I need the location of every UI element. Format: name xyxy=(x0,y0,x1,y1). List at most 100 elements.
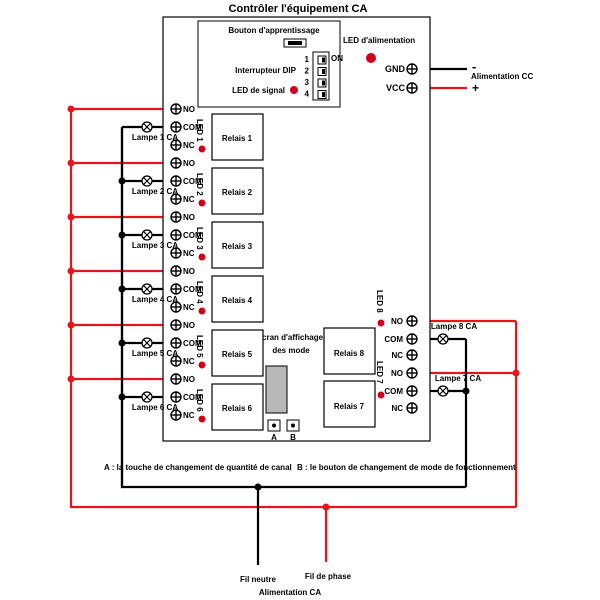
relay-5-com-terminal[interactable] xyxy=(170,337,182,349)
lamp-8-label: Lampe 8 CA xyxy=(431,322,477,331)
led-5-label: LED 5 xyxy=(195,335,204,358)
relay-5-nc-terminal[interactable] xyxy=(170,355,182,367)
relay-1-no-terminal[interactable] xyxy=(170,103,182,115)
relay-5-no-terminal[interactable] xyxy=(170,319,182,331)
relay-1-label: Relais 1 xyxy=(222,134,253,143)
relay-2-com-terminal[interactable] xyxy=(170,175,182,187)
relay-2 xyxy=(211,167,264,215)
led-3 xyxy=(198,253,206,261)
display-label-line-2: des mode xyxy=(272,346,310,355)
button-b-dot xyxy=(291,423,295,428)
led-5 xyxy=(198,361,206,369)
relay-5 xyxy=(211,329,264,377)
relay-2-no-label: NO xyxy=(183,159,195,168)
dip-switch-label: Interrupteur DIP xyxy=(235,66,297,75)
signal-led-label: LED de signal xyxy=(232,86,285,95)
relay-3-no-terminal[interactable] xyxy=(170,211,182,223)
dip-number-4: 4 xyxy=(305,90,310,99)
relay-7-no-terminal[interactable] xyxy=(406,367,418,379)
power-led-label: LED d'alimentation xyxy=(343,36,415,45)
phase-feed-junction xyxy=(322,503,330,511)
relay-8-com-terminal[interactable] xyxy=(406,333,418,345)
vcc-label: VCC xyxy=(386,83,406,93)
relay-6-no-terminal[interactable] xyxy=(170,373,182,385)
led-2-label: LED 2 xyxy=(195,173,204,196)
lamp-6-icon-x2 xyxy=(143,393,151,401)
relay-1-no-label: NO xyxy=(183,105,195,114)
neutral-wires xyxy=(118,67,470,565)
lamp-2-icon-x2 xyxy=(143,177,151,185)
relay-8-no-label: NO xyxy=(391,317,403,326)
relay-2-com-label: COM xyxy=(183,177,202,186)
led-7-label: LED 7 xyxy=(375,361,384,384)
relay-5-nc-label: NC xyxy=(183,357,195,366)
note-b: B : le bouton de changement de mode de f… xyxy=(297,463,516,472)
relay-4-com-terminal[interactable] xyxy=(170,283,182,295)
relay-2-no-terminal[interactable] xyxy=(170,157,182,169)
relay-7-label: Relais 7 xyxy=(334,402,365,411)
button-a-label: A xyxy=(271,433,277,442)
relay-1 xyxy=(211,113,264,161)
led-7 xyxy=(377,391,385,399)
relay-6-no-label: NO xyxy=(183,375,195,384)
relay-7 xyxy=(323,380,376,428)
relay-4 xyxy=(211,275,264,323)
gnd-label: GND xyxy=(385,64,406,74)
relay-5-label: Relais 5 xyxy=(222,350,253,359)
display-label: Écran d'affichage des mode xyxy=(257,333,326,355)
lamp-7-label: Lampe 7 CA xyxy=(435,374,481,383)
dip-number-1: 1 xyxy=(305,55,310,64)
mode-display xyxy=(265,365,288,414)
dip-switch-4-lever xyxy=(322,92,325,97)
lamp-6-icon xyxy=(141,391,153,403)
led-6 xyxy=(198,415,206,423)
power-led xyxy=(366,53,376,63)
gnd-terminal[interactable] xyxy=(406,63,418,75)
lamp-7-icon-x2 xyxy=(439,387,447,395)
relay-7-com-label: COM xyxy=(384,387,403,396)
lamp-8-icon xyxy=(437,333,449,345)
button-a-dot xyxy=(272,423,276,428)
relay-3-no-label: NO xyxy=(183,213,195,222)
relay-2-nc-label: NC xyxy=(183,195,195,204)
relay-6-nc-label: NC xyxy=(183,411,195,420)
lamp-3-label: Lampe 3 CA xyxy=(132,241,178,250)
relay-1-nc-terminal[interactable] xyxy=(170,139,182,151)
relay-4-no-terminal[interactable] xyxy=(170,265,182,277)
relay-6-nc-terminal[interactable] xyxy=(170,409,182,421)
relay-7-no-label: NO xyxy=(391,369,403,378)
relay-4-nc-terminal[interactable] xyxy=(170,301,182,313)
relay-3-nc-terminal[interactable] xyxy=(170,247,182,259)
relay-7-nc-terminal[interactable] xyxy=(406,402,418,414)
relay-4-no-label: NO xyxy=(183,267,195,276)
note-a: A : la touche de changement de quantité … xyxy=(104,463,292,472)
relay-3-com-terminal[interactable] xyxy=(170,229,182,241)
relay-2-nc-terminal[interactable] xyxy=(170,193,182,205)
dc-minus-sign: - xyxy=(472,59,476,74)
relay-6-com-terminal[interactable] xyxy=(170,391,182,403)
relay-8-no-terminal[interactable] xyxy=(406,315,418,327)
dip-switch-1-lever xyxy=(322,57,325,63)
relay-4-label: Relais 4 xyxy=(222,296,253,305)
relay-8-nc-terminal[interactable] xyxy=(406,349,418,361)
neutral-wire-label: Fil neutre xyxy=(240,575,277,584)
lamp-8-icon-x2 xyxy=(439,335,447,343)
relay-7-com-terminal[interactable] xyxy=(406,385,418,397)
lamp-3-icon xyxy=(141,229,153,241)
led-4-label: LED 4 xyxy=(195,281,204,304)
relay-3 xyxy=(211,221,264,269)
dip-on-label: ON xyxy=(331,54,343,63)
dip-number-2: 2 xyxy=(305,67,310,76)
lamp-7-icon xyxy=(437,385,449,397)
relay-4-com-label: COM xyxy=(183,285,202,294)
relay-3-nc-label: NC xyxy=(183,249,195,258)
vcc-terminal[interactable] xyxy=(406,82,418,94)
lamp-4-icon xyxy=(141,283,153,295)
led-1 xyxy=(198,145,206,153)
neutral-feed-junction xyxy=(254,483,262,491)
relay-1-com-label: COM xyxy=(183,123,202,132)
dip-switch-3-lever xyxy=(322,80,325,86)
relay-1-com-terminal[interactable] xyxy=(170,121,182,133)
relay-8 xyxy=(323,327,376,375)
lamp-3-icon-x2 xyxy=(143,231,151,239)
